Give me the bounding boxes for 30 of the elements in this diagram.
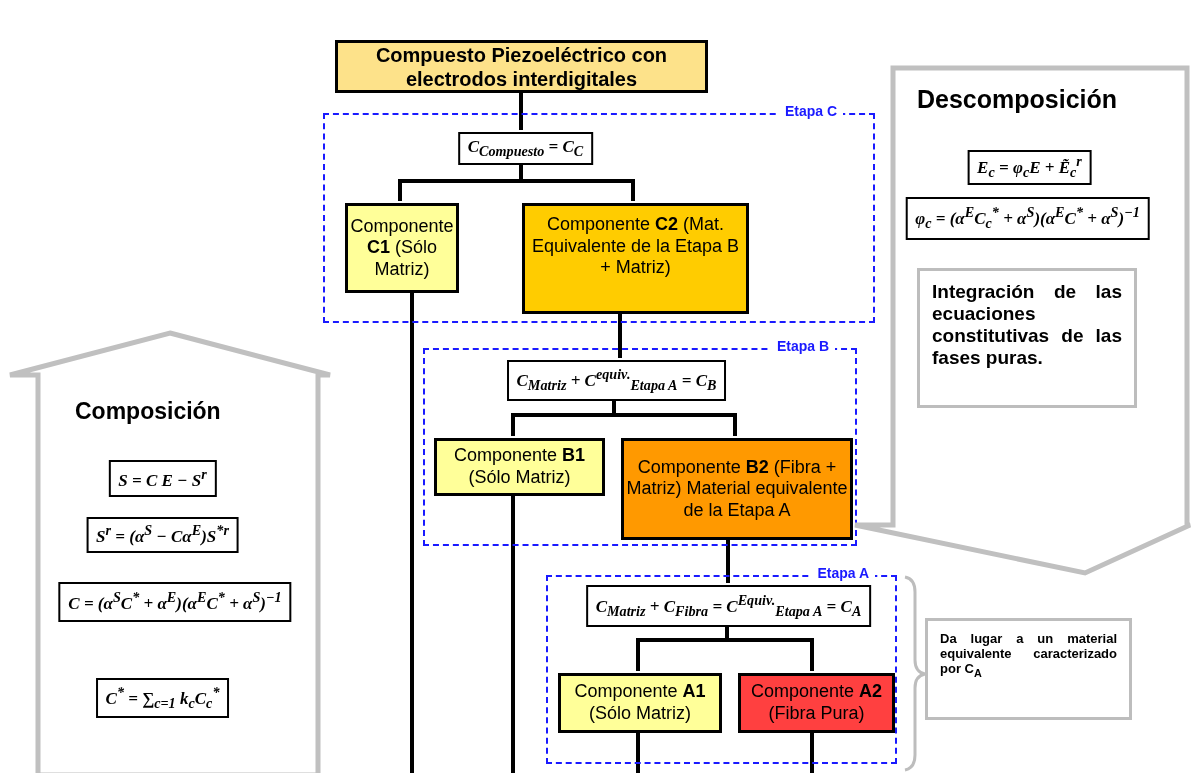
connector-line [636, 731, 640, 773]
connector-line [519, 93, 523, 130]
component-box: Componente B1 (Sólo Matriz) [434, 438, 605, 496]
formula-box: C$_{Matriz}$ + C$_{Fibra}$ = C$^{Equiv.}$$_{Etapa A}$ = C$_{A}$ [585, 585, 872, 627]
connector-line [511, 494, 515, 773]
component-box: Componente A2 (Fibra Pura) [738, 673, 895, 733]
component-box: Componente C1 (Sólo Matriz) [345, 203, 459, 293]
arrow-heading: Composición [75, 398, 221, 425]
component-box: Componente A1 (Sólo Matriz) [558, 673, 722, 733]
formula-box: C$_{Compuesto}$ = C$_{C}$ [457, 132, 594, 165]
formula-box: φ$_{c}$ = (α$^{E}$C$_{c}$$^{*}$ + α$^{S}$)(α$^{E}$C$^{*}$ + α$^{S}$)$^{−1}$ [905, 197, 1150, 240]
connector-line [725, 625, 814, 671]
connector-line [618, 312, 622, 358]
stage-label: Etapa A [811, 565, 875, 581]
formula-box: S = C E − S$^{r}$ [108, 460, 217, 497]
connector-line [612, 399, 737, 436]
connector-line [810, 731, 814, 773]
component-box: Componente C2 (Mat. Equivalente de la Etapa B + Matriz) [522, 203, 749, 314]
formula-box: S$^{r}$ = (α$^{S}$ − Cα$^{E}$)S$^{*r}$ [86, 517, 239, 553]
formula-box: C$_{Matriz}$ + C$^{equiv.}$$_{Etapa A}$ = C$_{B}$ [506, 360, 727, 401]
component-box: Componente B2 (Fibra + Matriz) Material equivalente de la Etapa A [621, 438, 853, 540]
stage-label: Etapa B [770, 338, 835, 354]
formula-box: C = (α$^{S}$C$^{*}$ + α$^{E}$)(α$^{E}$C$^{*}$ + α$^{S}$)$^{−1}$ [58, 582, 292, 622]
note-box: Da lugar a un material equivalente caracterizado por C$_{A}$ [925, 618, 1132, 720]
title-box: Compuesto Piezoeléctrico con electrodos interdigitales [335, 40, 708, 93]
stage-label: Etapa C [778, 103, 843, 119]
note-box: Integración de las ecuaciones constitutivas de las fases puras. [917, 268, 1137, 408]
connector-line [410, 291, 414, 773]
connector-line [726, 538, 730, 583]
arrow-heading: Descomposición [917, 85, 1118, 114]
